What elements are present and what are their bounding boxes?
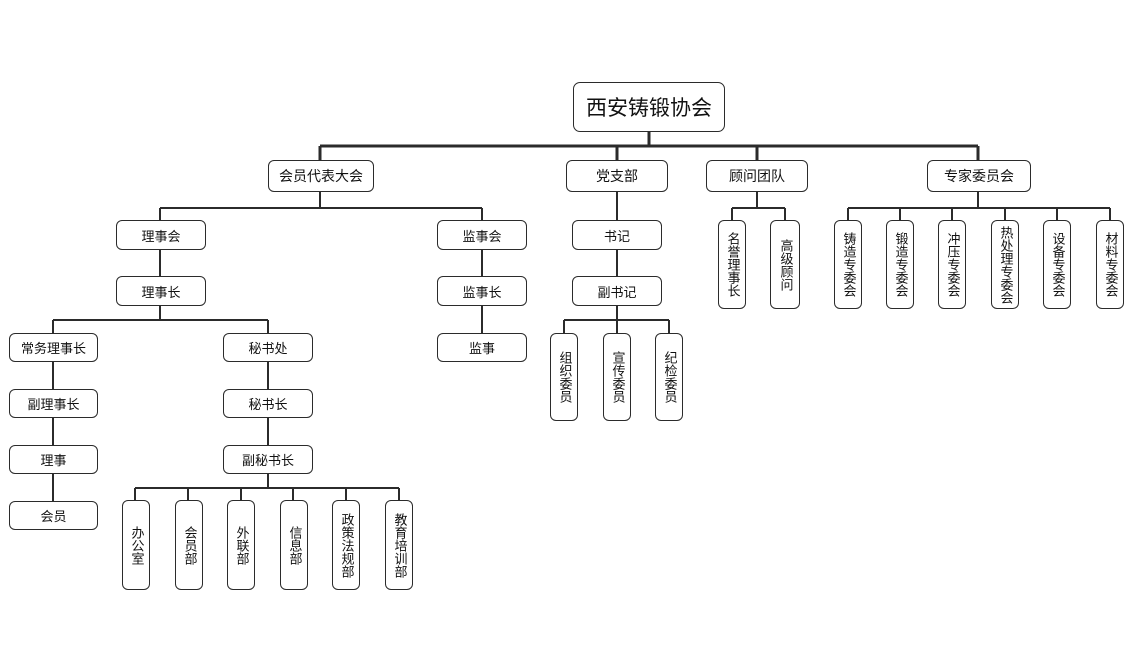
node-dept-training: 教育培训部 [385,500,413,590]
node-advisory-team: 顾问团队 [706,160,808,192]
node-party-branch: 党支部 [566,160,668,192]
node-director: 理事 [9,445,98,474]
node-standing-director: 常务理事长 [9,333,98,362]
node-dept-membership: 会员部 [175,500,203,590]
node-casting-committee: 铸造专委会 [834,220,862,309]
node-dept-external: 外联部 [227,500,255,590]
node-deputy-party-secretary: 副书记 [572,276,662,306]
node-heat-treatment-committee: 热处理专委会 [991,220,1019,309]
node-member-assembly: 会员代表大会 [268,160,374,192]
node-secretariat: 秘书处 [223,333,313,362]
node-council: 理事会 [116,220,206,250]
node-root: 西安铸锻协会 [573,82,725,132]
node-supervisor: 监事 [437,333,527,362]
node-party-secretary: 书记 [572,220,662,250]
node-vice-chairman: 副理事长 [9,389,98,418]
node-deputy-secretary-general: 副秘书长 [223,445,313,474]
node-dept-office: 办公室 [122,500,150,590]
node-honorary-chairman: 名誉理事长 [718,220,746,309]
node-organization-committee: 组织委员 [550,333,578,421]
node-secretary-general: 秘书长 [223,389,313,418]
node-supervisory-board: 监事会 [437,220,527,250]
node-materials-committee: 材料专委会 [1096,220,1124,309]
node-publicity-committee: 宣传委员 [603,333,631,421]
node-dept-policy: 政策法规部 [332,500,360,590]
node-expert-committee: 专家委员会 [927,160,1031,192]
node-member: 会员 [9,501,98,530]
node-equipment-committee: 设备专委会 [1043,220,1071,309]
node-discipline-committee: 纪检委员 [655,333,683,421]
node-chief-supervisor: 监事长 [437,276,527,306]
node-forging-committee: 锻造专委会 [886,220,914,309]
node-chairman: 理事长 [116,276,206,306]
node-stamping-committee: 冲压专委会 [938,220,966,309]
node-senior-advisor: 高级顾问 [770,220,800,309]
node-dept-information: 信息部 [280,500,308,590]
